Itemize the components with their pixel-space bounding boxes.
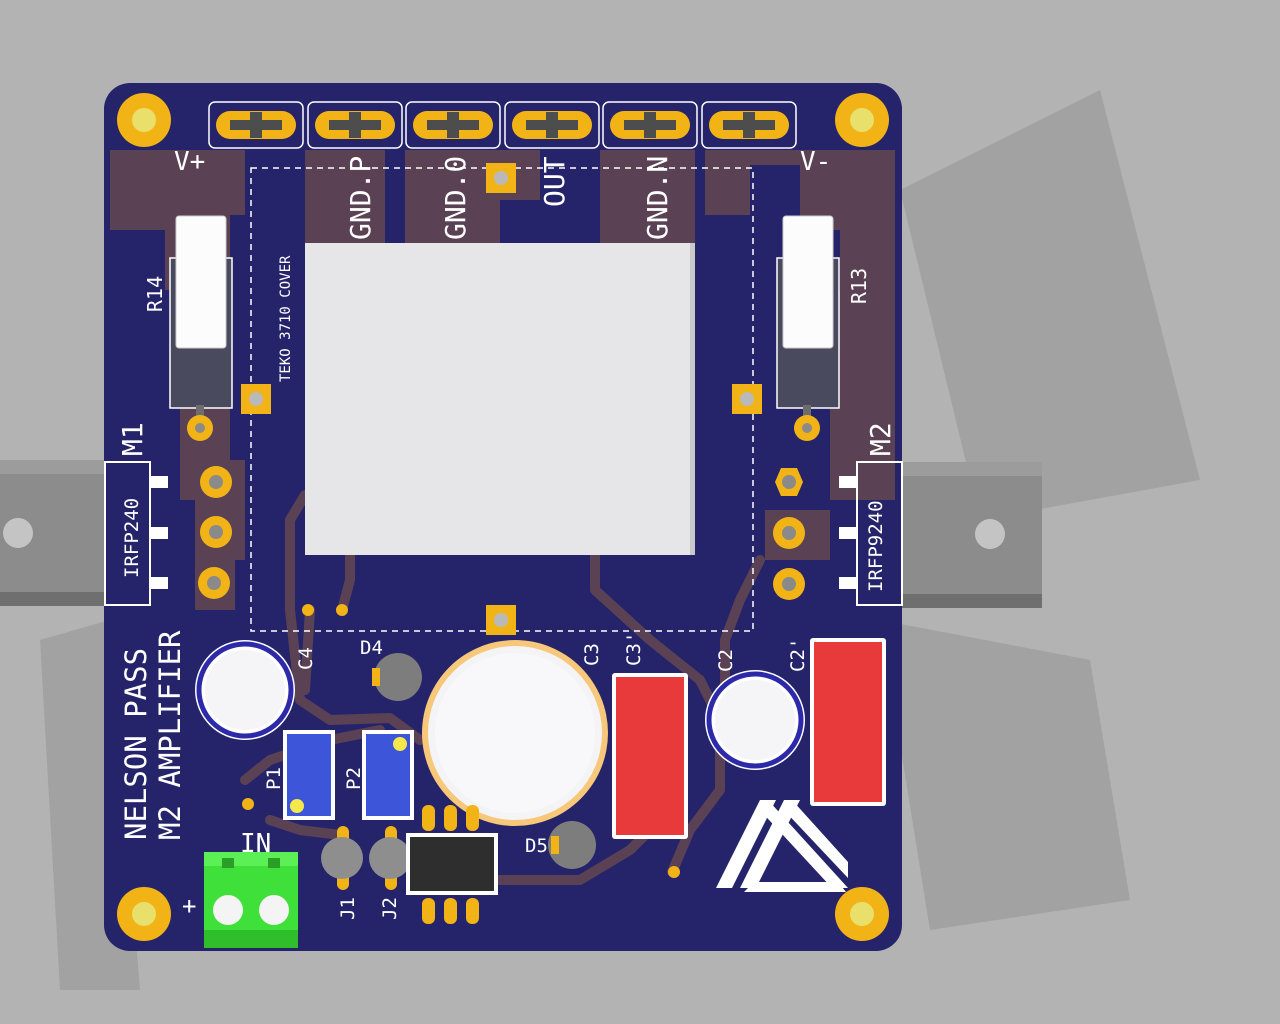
- background-shadows: [40, 90, 1200, 990]
- board-title-line2: M2 AMPLIFIER: [153, 630, 187, 840]
- mounting-holes: [117, 93, 889, 941]
- power-terminal-strip: [208, 101, 797, 149]
- label-r13: R13: [847, 268, 871, 304]
- capacitor-c3-prime: [612, 673, 688, 839]
- label-j1: J1: [337, 897, 359, 920]
- label-plus: +: [182, 892, 196, 920]
- diode-d5: [548, 821, 596, 869]
- label-j2: J2: [379, 897, 401, 920]
- terminal-vplus[interactable]: [208, 101, 304, 149]
- label-gnd-0: GND.0: [439, 156, 472, 240]
- label-d5: D5: [525, 835, 548, 857]
- label-r14: R14: [143, 276, 167, 312]
- label-vminus: V-: [800, 147, 831, 177]
- mosfet-m1-heatsink-tab: [0, 460, 112, 606]
- label-c4: C4: [295, 647, 317, 670]
- terminal-gnd-p[interactable]: [307, 101, 403, 149]
- trimmer-p1[interactable]: [283, 730, 335, 820]
- ic-chip: [406, 805, 498, 924]
- label-out: OUT: [538, 156, 571, 207]
- trimmer-p2[interactable]: [362, 730, 414, 820]
- capacitor-c2-prime: [810, 638, 886, 806]
- mounting-hole-bottom-right: [835, 887, 889, 941]
- silkscreen-labels: V+ V- GND.P GND.0 OUT GND.N TEKO 3710 CO…: [116, 147, 897, 920]
- mounting-hole-bottom-left: [117, 887, 171, 941]
- label-p2: P2: [343, 767, 365, 790]
- label-m2-part: IRFP9240: [865, 500, 887, 592]
- label-c2: C2: [715, 649, 737, 672]
- label-gnd-n: GND.N: [641, 156, 674, 240]
- capacitor-c3: [422, 640, 608, 826]
- vias: [242, 604, 680, 878]
- mounting-hole-top-left: [117, 93, 171, 147]
- label-m2: M2: [864, 422, 897, 456]
- company-logo-icon: [716, 800, 848, 892]
- terminal-gnd-0[interactable]: [405, 101, 501, 149]
- board-title-line1: NELSON PASS: [119, 648, 153, 840]
- mosfet-m2-heatsink-tab: [898, 462, 1042, 608]
- label-c3: C3: [581, 643, 603, 666]
- mosfet-m2: [773, 461, 903, 606]
- capacitor-c4: [195, 640, 295, 740]
- label-vplus: V+: [174, 147, 205, 177]
- diode-d4: [372, 653, 422, 701]
- label-m1-part: IRFP240: [121, 498, 143, 578]
- label-c2-prime: C2': [787, 638, 809, 672]
- terminal-vminus[interactable]: [701, 101, 797, 149]
- label-d4: D4: [360, 637, 383, 659]
- jfet-j2: [369, 826, 411, 890]
- label-p1: P1: [263, 767, 285, 790]
- square-pads: [241, 163, 762, 635]
- label-m1: M1: [116, 422, 149, 456]
- label-in: IN: [240, 829, 271, 859]
- label-cover: TEKO 3710 COVER: [278, 255, 294, 382]
- jfet-j1: [321, 826, 363, 890]
- teko-cover-area: [305, 243, 695, 555]
- resistor-r13: [776, 215, 840, 441]
- input-terminal-block[interactable]: [204, 852, 298, 948]
- label-c3-prime: C3': [623, 632, 645, 666]
- mounting-hole-top-right: [835, 93, 889, 147]
- terminal-gnd-n[interactable]: [602, 101, 698, 149]
- resistor-r14: [169, 215, 233, 441]
- capacitor-c2: [705, 670, 805, 770]
- terminal-out[interactable]: [504, 101, 600, 149]
- mosfet-m1: [104, 461, 232, 606]
- label-gnd-p: GND.P: [344, 156, 377, 240]
